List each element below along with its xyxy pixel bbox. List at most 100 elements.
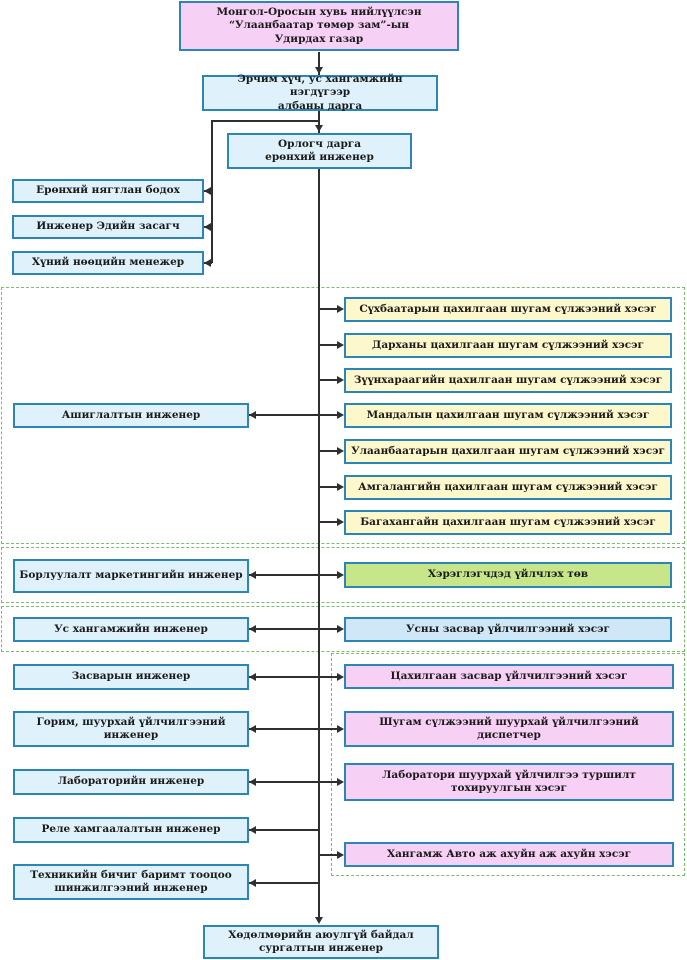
arrow-head: [204, 187, 211, 195]
district-label: Дарханы цахилгаан шугам сүлжээний хэсэг: [372, 338, 644, 351]
energy-deputy-line2: албаны дарга: [277, 99, 363, 112]
chief-engineer-line2: ерөнхий инженер: [265, 151, 374, 163]
district-link-line: [319, 450, 339, 452]
head-office-line2: “Улаанбаатар төмөр зам”-ын: [228, 19, 410, 32]
engineer-link-line: [249, 676, 319, 678]
engineer-box-dispatch[interactable]: Горим, шуурхай үйлчилгээний инженер: [13, 711, 249, 747]
arrow-head: [249, 571, 256, 579]
district-box[interactable]: Амгалангийн цахилгаан шугам сүлжээний хэ…: [344, 475, 672, 500]
district-box[interactable]: Мандалын цахилгаан шугам сүлжээний хэсэг: [344, 403, 672, 428]
sales-engineer-box[interactable]: Борлуулалт маркетингийн инженер: [13, 559, 249, 593]
safety-engineer-box[interactable]: Хөдөлмөрийн аюулгүй байдал сургалтын инж…: [203, 925, 439, 959]
sales-engineer-label: Борлуулалт маркетингийн инженер: [19, 569, 243, 582]
district-box[interactable]: Дарханы цахилгаан шугам сүлжээний хэсэг: [344, 333, 672, 358]
arrow-head: [337, 305, 344, 313]
chief-engineer-line1: Орлогч дарга: [277, 137, 362, 150]
water-repair-label: Усны засвар үйлчилгээний хэсэг: [406, 622, 610, 635]
arrow-head: [337, 778, 344, 786]
chief-engineer-box[interactable]: Орлогч дарга ерөнхий инженер: [227, 133, 412, 169]
engineer-label: Засварын инженер: [71, 670, 191, 683]
engineer-box-relay[interactable]: Реле хамгаалалтын инженер: [13, 817, 249, 843]
arrow-head: [337, 447, 344, 455]
water-repair-box[interactable]: Усны засвар үйлчилгээний хэсэг: [344, 617, 672, 642]
water-engineer-label: Ус хангамжийн инженер: [54, 622, 208, 635]
sales-link-line: [249, 574, 341, 576]
service-label: Цахилгаан засвар үйлчилгээний хэсэг: [390, 669, 628, 682]
arrow-head: [249, 625, 256, 633]
district-box[interactable]: Зүүнхараагийн цахилгаан шугам сүлжээний …: [344, 368, 672, 393]
engineer-box-laboratory[interactable]: Лабораторийн инженер: [13, 769, 249, 795]
energy-deputy-box[interactable]: Эрчим хүч, ус хангамжийн нэгдүгээр албан…: [202, 73, 438, 112]
district-box[interactable]: Улаанбаатарын цахилгаан шугам сүлжээний …: [344, 439, 672, 464]
service-label: Хангамж Авто аж ахуйн аж ахуйн хэсэг: [386, 847, 632, 860]
safety-engineer-line1: Хөдөлмөрийн аюулгүй байдал: [228, 928, 414, 941]
arrow-head: [249, 879, 256, 887]
district-link-line: [319, 414, 339, 416]
district-box[interactable]: Багахангайн цахилгаан шугам сүлжээний хэ…: [344, 510, 672, 535]
engineer-box-documentation[interactable]: Техникийн бичиг баримт тооцоо шинжилгээн…: [13, 864, 249, 900]
engineer-label: Горим, шуурхай үйлчилгээний инженер: [36, 715, 226, 741]
service-link-line: [319, 676, 339, 678]
water-link-line: [249, 628, 341, 630]
operations-group-region: [1, 287, 685, 544]
service-box-supply-auto[interactable]: Хангамж Авто аж ахуйн аж ахуйн хэсэг: [344, 842, 674, 867]
head-office-box[interactable]: Монгол-Оросын хувь нийлүүлсэн “Улаанбаат…: [179, 1, 459, 51]
service-label: Лаборатори шуурхай үйлчилгээ туршилт тох…: [382, 768, 636, 794]
district-link-line: [319, 308, 339, 310]
arrow-head: [249, 826, 256, 834]
customer-center-box[interactable]: Хэрэглэгчдэд үйлчлэх төв: [344, 562, 672, 588]
service-box-line-dispatcher[interactable]: Шугам сүлжээний шуурхай үйлчилгээний дис…: [344, 711, 674, 747]
district-label: Сүхбаатарын цахилгаан шугам сүлжээний хэ…: [359, 302, 657, 315]
district-label: Амгалангийн цахилгаан шугам сүлжээний хэ…: [358, 480, 658, 493]
arrow-head: [337, 483, 344, 491]
engineer-label: Техникийн бичиг баримт тооцоо шинжилгээн…: [30, 868, 232, 894]
arrow-head: [337, 376, 344, 384]
engineer-link-line: [249, 728, 319, 730]
staff-label: Инженер Эдийн засагч: [36, 220, 180, 233]
water-engineer-box[interactable]: Ус хангамжийн инженер: [13, 617, 249, 642]
arrow-head: [315, 125, 323, 132]
arrow-head: [337, 625, 344, 633]
safety-engineer-line2: сургалтын инженер: [259, 942, 383, 954]
district-link-line: [319, 486, 339, 488]
district-label: Мандалын цахилгаан шугам сүлжээний хэсэг: [366, 408, 650, 421]
operations-engineer-label: Ашиглалтын инженер: [61, 408, 201, 421]
service-box-electrical-repair[interactable]: Цахилгаан засвар үйлчилгээний хэсэг: [344, 664, 674, 689]
customer-center-label: Хэрэглэгчдэд үйлчлэх төв: [427, 568, 589, 581]
arrow-head: [315, 67, 323, 74]
services-group-region: [331, 653, 685, 876]
arrow-head: [249, 673, 256, 681]
staff-bracket-top-line: [211, 120, 319, 122]
arrow-head: [337, 571, 344, 579]
staff-box-hr[interactable]: Хүний нөөцийн менежер: [12, 251, 204, 275]
service-link-line: [319, 728, 339, 730]
operations-engineer-box[interactable]: Ашиглалтын инженер: [13, 403, 249, 428]
staff-box-economist[interactable]: Инженер Эдийн засагч: [12, 215, 204, 239]
arrow-head: [249, 411, 256, 419]
operations-link-line: [249, 414, 319, 416]
staff-box-accountant[interactable]: Ерөнхий нягтлан бодох: [12, 179, 204, 203]
district-label: Улаанбаатарын цахилгаан шугам сүлжээний …: [351, 444, 665, 457]
staff-label: Хүний нөөцийн менежер: [31, 256, 185, 269]
arrow-head: [249, 725, 256, 733]
arrow-head: [249, 778, 256, 786]
water-group-region: [1, 606, 685, 652]
main-trunk-line: [318, 52, 320, 917]
service-link-line: [319, 781, 339, 783]
arrow-head: [337, 673, 344, 681]
energy-deputy-line1: Эрчим хүч, ус хангамжийн нэгдүгээр: [237, 73, 403, 99]
service-box-laboratory-testing[interactable]: Лаборатори шуурхай үйлчилгээ туршилт тох…: [344, 763, 674, 801]
engineer-label: Реле хамгаалалтын инженер: [41, 823, 221, 836]
engineer-label: Лабораторийн инженер: [57, 775, 205, 788]
service-label: Шугам сүлжээний шуурхай үйлчилгээний дис…: [379, 715, 639, 741]
service-link-line: [319, 854, 339, 856]
district-box[interactable]: Сүхбаатарын цахилгаан шугам сүлжээний хэ…: [344, 297, 672, 322]
sales-group-region: [1, 547, 685, 603]
head-office-line3: Удирдах газар: [274, 32, 364, 45]
engineer-link-line: [249, 781, 319, 783]
district-label: Зүүнхараагийн цахилгаан шугам сүлжээний …: [353, 373, 663, 386]
engineer-box-repair[interactable]: Засварын инженер: [13, 664, 249, 690]
engineer-link-line: [249, 882, 319, 884]
district-link-line: [319, 344, 339, 346]
